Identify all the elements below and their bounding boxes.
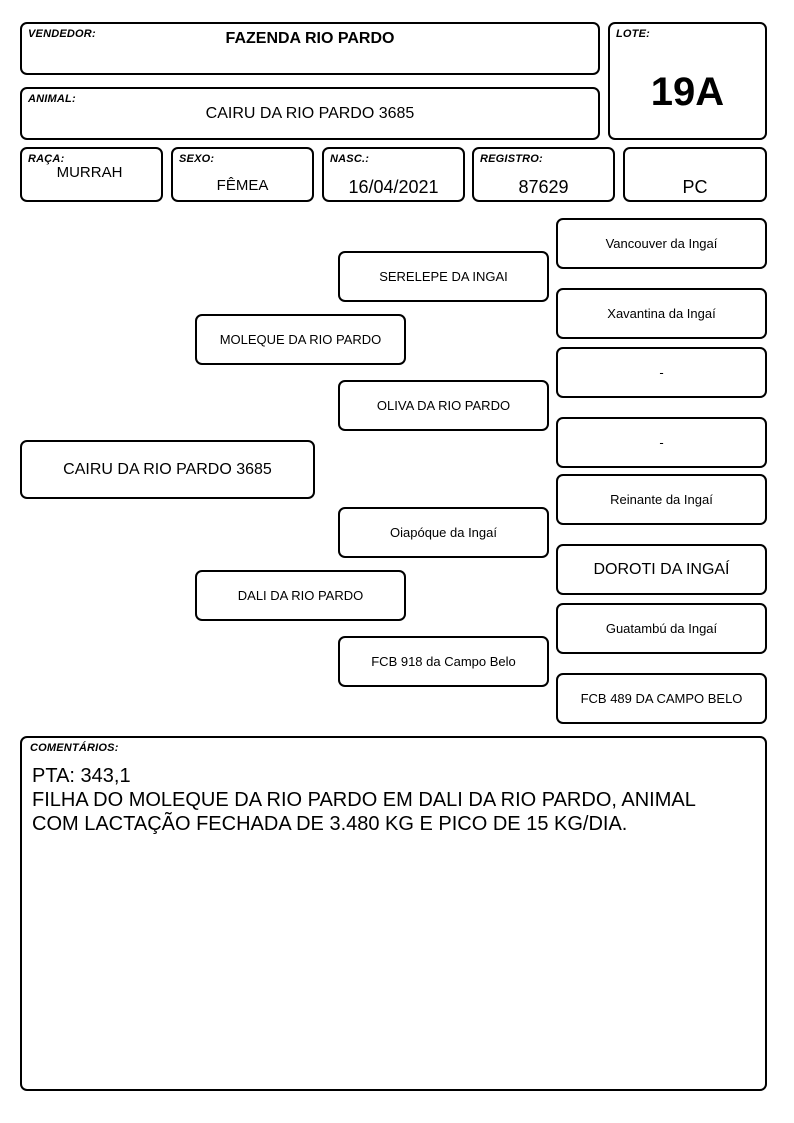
raca-value: MURRAH [56, 164, 123, 181]
vendedor-label: VENDEDOR: [28, 28, 96, 40]
comments-line: PTA: 343,1 [32, 765, 131, 787]
pedigree-dam-dam: FCB 918 da Campo Belo [338, 636, 549, 687]
pedigree-ggp-5: Reinante da Ingaí [556, 474, 767, 525]
pedigree-dam-sire: Oiapóque da Ingaí [338, 507, 549, 558]
pedigree-ggp-3: - [556, 347, 767, 398]
pedigree-ggp-1: Vancouver da Ingaí [556, 218, 767, 269]
vendedor-box: VENDEDOR: FAZENDA RIO PARDO [20, 22, 600, 75]
animal-label: ANIMAL: [28, 93, 76, 105]
lote-box: LOTE: 19A [608, 22, 767, 140]
comments-line: COM LACTAÇÃO FECHADA DE 3.480 KG E PICO … [32, 813, 628, 835]
raca-label: RAÇA: [28, 153, 65, 165]
category-box: PC [623, 147, 767, 202]
category-value: PC [682, 177, 708, 197]
pedigree-ggp-8: FCB 489 DA CAMPO BELO [556, 673, 767, 724]
pedigree-ggp-8-name: FCB 489 DA CAMPO BELO [580, 691, 743, 706]
comments-text: PTA: 343,1 FILHA DO MOLEQUE DA RIO PARDO… [32, 764, 745, 836]
registro-box: REGISTRO: 87629 [472, 147, 615, 202]
pedigree-sire-dam: OLIVA DA RIO PARDO [338, 380, 549, 431]
pedigree-ggp-2: Xavantina da Ingaí [556, 288, 767, 339]
animal-box: ANIMAL: CAIRU DA RIO PARDO 3685 [20, 87, 600, 140]
pedigree-animal: CAIRU DA RIO PARDO 3685 [20, 440, 315, 499]
pedigree-ggp-1-name: Vancouver da Ingaí [605, 236, 718, 251]
comments-label: COMENTÁRIOS: [30, 742, 119, 754]
pedigree-ggp-2-name: Xavantina da Ingaí [607, 306, 716, 321]
vendedor-value: FAZENDA RIO PARDO [225, 30, 395, 47]
pedigree-ggp-3-name: - [659, 365, 664, 380]
pedigree-ggp-4-name: - [659, 435, 664, 450]
lote-label: LOTE: [616, 28, 650, 40]
comments-line: FILHA DO MOLEQUE DA RIO PARDO EM DALI DA… [32, 789, 696, 811]
pedigree-dam-name: DALI DA RIO PARDO [237, 588, 364, 603]
nasc-label: NASC.: [330, 153, 370, 165]
pedigree-dam: DALI DA RIO PARDO [195, 570, 406, 621]
pedigree-sire: MOLEQUE DA RIO PARDO [195, 314, 406, 365]
pedigree-sire-name: MOLEQUE DA RIO PARDO [219, 332, 382, 347]
pedigree-dam-dam-name: FCB 918 da Campo Belo [371, 654, 516, 669]
comments-box: COMENTÁRIOS: PTA: 343,1 FILHA DO MOLEQUE… [20, 736, 767, 1091]
pedigree-animal-name: CAIRU DA RIO PARDO 3685 [63, 460, 272, 478]
registro-value: 87629 [518, 177, 569, 197]
nasc-box: NASC.: 16/04/2021 [322, 147, 465, 202]
registro-label: REGISTRO: [480, 153, 543, 165]
sexo-value: FÊMEA [216, 177, 269, 194]
raca-box: RAÇA: MURRAH [20, 147, 163, 202]
nasc-value: 16/04/2021 [348, 177, 439, 197]
sexo-box: SEXO: FÊMEA [171, 147, 314, 202]
pedigree-ggp-5-name: Reinante da Ingaí [610, 492, 713, 507]
pedigree-sire-sire-name: SERELEPE DA INGAI [379, 269, 508, 284]
pedigree-sire-dam-name: OLIVA DA RIO PARDO [376, 398, 511, 413]
animal-value: CAIRU DA RIO PARDO 3685 [205, 105, 415, 122]
pedigree-ggp-7-name: Guatambú da Ingaí [605, 621, 718, 636]
pedigree-ggp-4: - [556, 417, 767, 468]
pedigree-ggp-6: DOROTI DA INGAÍ [556, 544, 767, 595]
pedigree-sire-sire: SERELEPE DA INGAI [338, 251, 549, 302]
sexo-label: SEXO: [179, 153, 215, 165]
pedigree-ggp-6-name: DOROTI DA INGAÍ [593, 560, 730, 578]
pedigree-ggp-7: Guatambú da Ingaí [556, 603, 767, 654]
lote-value: 19A [650, 70, 725, 114]
pedigree-dam-sire-name: Oiapóque da Ingaí [390, 525, 497, 540]
